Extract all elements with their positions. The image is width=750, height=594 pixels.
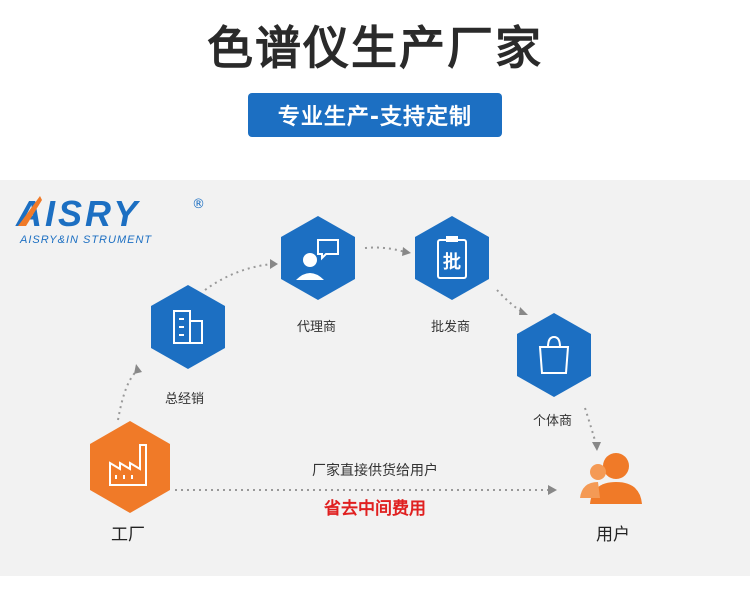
arrowhead	[519, 307, 528, 315]
arrowhead	[270, 259, 278, 269]
wholesaler-node: 批	[415, 216, 489, 300]
distributor-label: 总经销	[165, 392, 205, 407]
factory-icon	[109, 444, 147, 486]
distributor-node	[151, 285, 225, 369]
svg-text:批: 批	[443, 251, 461, 273]
arrowhead	[134, 364, 142, 374]
connector-retailer-user	[584, 407, 597, 445]
arrowhead	[548, 485, 557, 495]
arrowhead	[402, 247, 411, 256]
brand-logo: AISRY ® AISRY&IN STRUMENT	[15, 193, 205, 246]
chat-person-icon	[296, 239, 339, 280]
agent-label: 代理商	[297, 320, 337, 335]
page-title: 色谱仪生产厂家	[207, 21, 543, 75]
logo-swoosh	[18, 196, 42, 226]
agent-node	[281, 216, 355, 300]
building-icon	[173, 310, 203, 344]
arrowhead	[592, 442, 601, 451]
shopping-bag-icon	[538, 335, 570, 374]
direct-supply-caption: 厂家直接供货给用户	[312, 463, 438, 479]
clipboard-icon: 批	[437, 236, 467, 279]
connector-factory-distributor	[117, 369, 139, 421]
saving-highlight: 省去中间费用	[324, 499, 426, 519]
wholesaler-label: 批发商	[431, 320, 471, 335]
user-icon	[580, 453, 642, 504]
subtitle-banner: 专业生产-支持定制	[247, 93, 503, 137]
user-label: 用户	[596, 525, 630, 545]
retailer-label: 个体商	[533, 414, 573, 429]
connector-agent-wholesaler	[364, 246, 406, 253]
logo-tagline: AISRY&IN STRUMENT	[19, 234, 152, 246]
logo-registered: ®	[192, 197, 205, 212]
logo-wordmark: AISRY	[15, 193, 140, 234]
connector-distributor-agent	[204, 263, 273, 291]
factory-node	[90, 421, 170, 513]
retailer-node	[517, 313, 591, 397]
factory-label: 工厂	[111, 525, 145, 545]
connector-wholesaler-retailer	[496, 289, 523, 313]
